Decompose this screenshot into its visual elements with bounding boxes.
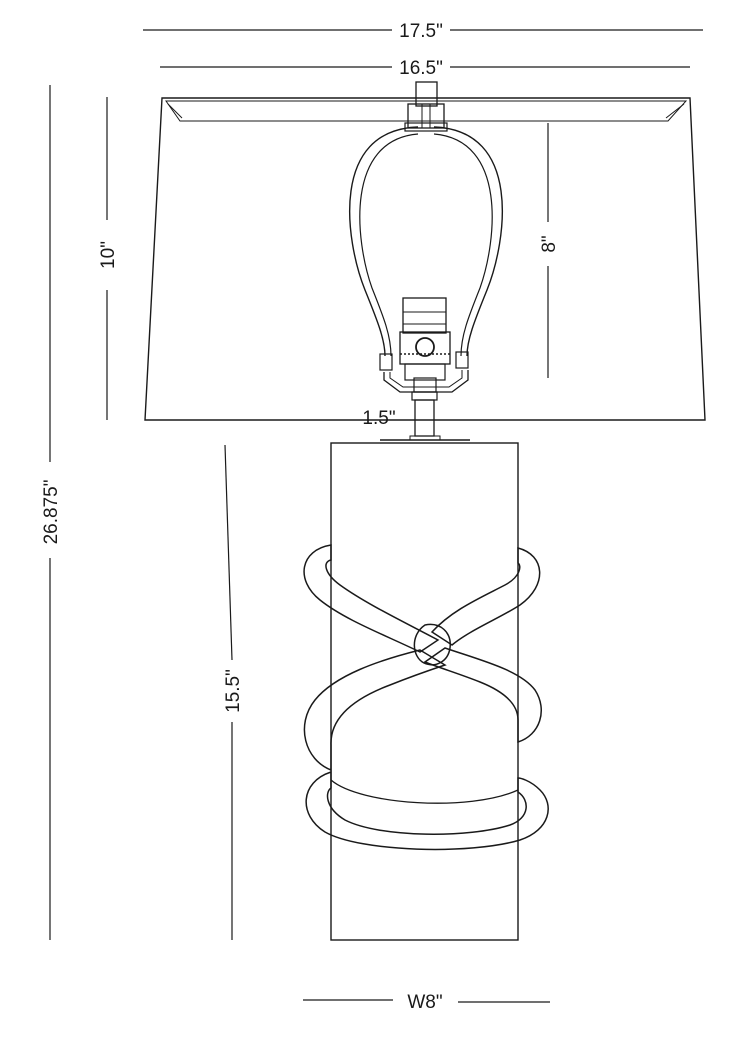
- finial: [404, 81, 448, 132]
- finial-base: [407, 103, 445, 129]
- knot-band-upper-right: [430, 547, 541, 646]
- harp-saddle: [383, 370, 469, 393]
- shade-outline: [144, 97, 706, 421]
- finial-washer: [404, 122, 448, 132]
- neck-pipe: [414, 399, 435, 437]
- harp-clip-right: [455, 351, 469, 369]
- shade-rim-edge: [665, 103, 685, 119]
- socket-top: [402, 297, 447, 334]
- knot-band-middle-right: [423, 647, 543, 744]
- finial-body: [415, 81, 438, 107]
- shade-top-rim: [165, 100, 688, 122]
- knot-base-curve: [330, 779, 519, 804]
- base-column: [330, 442, 519, 941]
- lamp-base: [330, 442, 519, 941]
- dimension-base-height: 15.5": [223, 444, 244, 940]
- label-shade-height: 10": [98, 241, 119, 269]
- socket-switch-knob: [415, 337, 435, 357]
- label-neck-height: 1.5": [362, 408, 395, 429]
- dimension-shade-bottom-width: 16.5": [160, 58, 690, 79]
- knot-band-upper-left: [303, 544, 440, 653]
- harp: [349, 126, 503, 393]
- knot-band-middle-left: [303, 649, 447, 772]
- dimension-base-width: W8": [303, 992, 550, 1013]
- lamp-shade: [144, 97, 706, 421]
- label-shade-top-width: 17.5": [399, 21, 443, 42]
- socket-cap: [404, 363, 446, 381]
- socket-shell: [399, 331, 451, 365]
- harp-inner-right: [433, 133, 493, 357]
- dimension-harp-height: 8": [539, 123, 560, 378]
- label-overall-height: 26.875": [41, 480, 62, 545]
- shade-rim-edge: [167, 103, 183, 119]
- neck: 1.5": [362, 391, 470, 441]
- harp-outer-right: [433, 126, 503, 357]
- label-base-width: W8": [407, 992, 442, 1013]
- label-shade-bottom-width: 16.5": [399, 58, 443, 79]
- dimension-shade-height: 10": [98, 97, 119, 420]
- dimension-overall-height: 26.875": [41, 85, 62, 940]
- harp-saddle-inner: [389, 370, 463, 388]
- knot-sculpture: [303, 544, 549, 851]
- dimension-line: [224, 444, 233, 661]
- harp-clip-left: [379, 353, 393, 371]
- dimension-shade-top-width: 17.5": [143, 21, 703, 42]
- label-base-height: 15.5": [223, 669, 244, 713]
- harp-outer: [349, 126, 419, 357]
- label-harp-height: 8": [539, 235, 560, 252]
- neck-ring: [411, 391, 438, 401]
- knot-band-lower: [305, 770, 549, 851]
- harp-inner: [359, 133, 419, 357]
- socket: [399, 297, 451, 393]
